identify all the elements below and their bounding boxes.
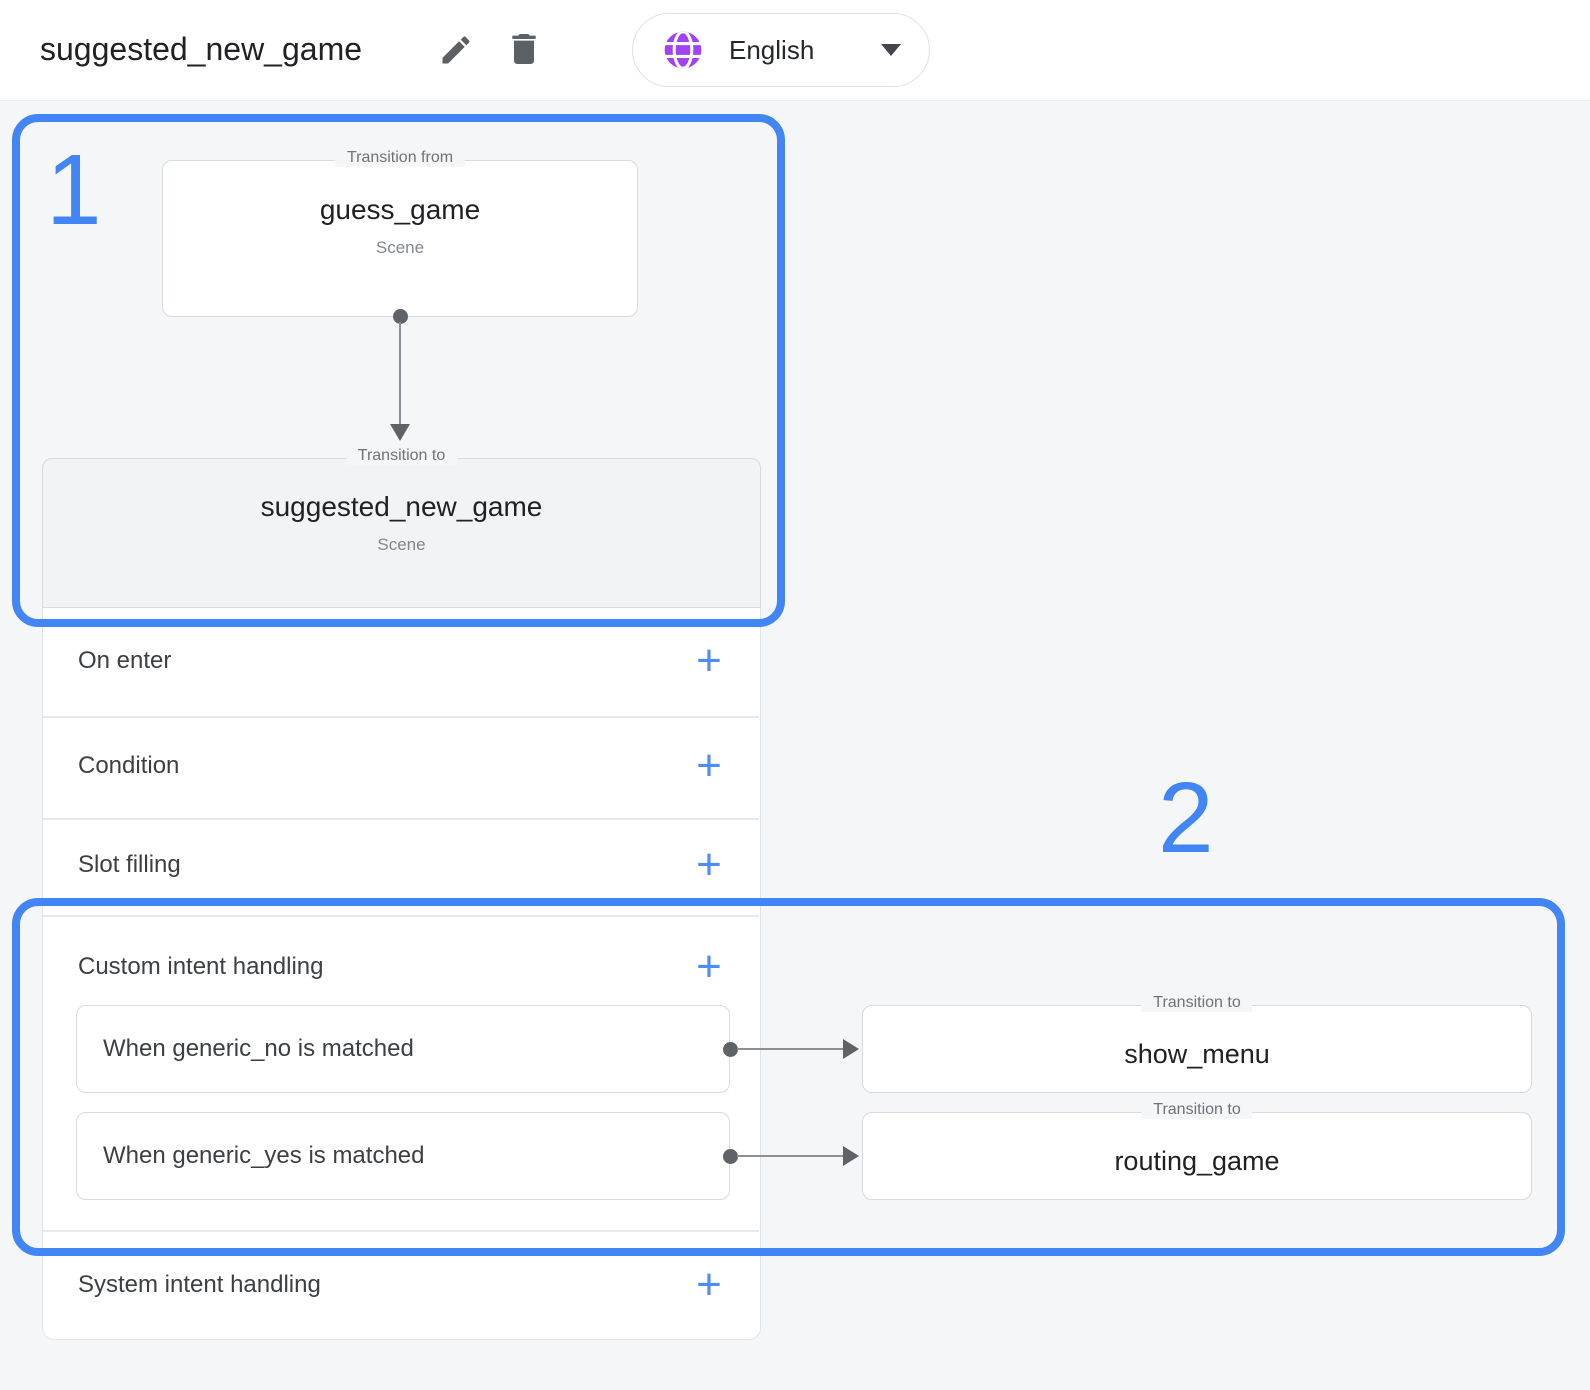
add-slot-filling-button[interactable]: + [686,842,732,888]
intent-row-generic-no[interactable]: When generic_no is matched [76,1005,730,1093]
divider [43,818,759,820]
transition-to-current-scene: Transition to suggested_new_game Scene [42,447,761,608]
add-on-enter-button[interactable]: + [686,638,732,684]
section-condition: Condition [78,752,180,779]
scene-name: routing_game [1114,1145,1280,1176]
transition-to-legend: Transition to [345,447,458,465]
callout-number-1: 1 [46,134,102,246]
section-custom-intent-handling: Custom intent handling [78,953,324,980]
add-system-intent-button[interactable]: + [686,1262,732,1308]
scene-name: suggested_new_game [260,491,543,522]
connector-line [399,322,401,426]
scene-type: Scene [377,535,426,554]
globe-icon [661,28,705,72]
chevron-down-icon [881,44,901,56]
arrow-right-icon [843,1039,859,1059]
page-title: suggested_new_game [40,31,363,67]
transition-target-routing-game[interactable]: Transition to routing_game [862,1101,1532,1200]
scene-name: show_menu [1124,1038,1270,1069]
callout-number-2: 2 [1158,762,1214,874]
arrow-right-icon [843,1146,859,1166]
divider [43,716,759,718]
section-system-intent-handling: System intent handling [78,1271,321,1298]
divider [43,915,759,917]
transition-to-legend: Transition to [1141,994,1253,1012]
intent-row-generic-yes[interactable]: When generic_yes is matched [76,1112,730,1200]
arrow-down-icon [390,424,410,441]
transition-from-scene-chip[interactable]: Transition from guess_game Scene [162,149,638,317]
add-condition-button[interactable]: + [686,743,732,789]
intent-label: When generic_no is matched [103,1035,414,1062]
scene-card [42,608,761,1340]
scene-name: guess_game [319,193,481,225]
intent-label: When generic_yes is matched [103,1142,425,1169]
transition-from-legend: Transition from [334,149,466,167]
language-selector[interactable]: English [632,13,930,87]
section-slot-filling: Slot filling [78,851,181,878]
pencil-icon [438,36,474,71]
add-custom-intent-button[interactable]: + [686,944,732,990]
scene-type: Scene [375,237,425,257]
transition-to-legend: Transition to [1141,1101,1253,1119]
divider [43,1230,759,1232]
header: suggested_new_game [0,0,1590,101]
edit-button[interactable] [436,30,476,70]
language-label: English [729,34,815,65]
section-on-enter: On enter [78,647,172,674]
delete-button[interactable] [502,27,546,71]
transition-target-show-menu[interactable]: Transition to show_menu [862,994,1532,1093]
trash-icon [504,34,544,72]
